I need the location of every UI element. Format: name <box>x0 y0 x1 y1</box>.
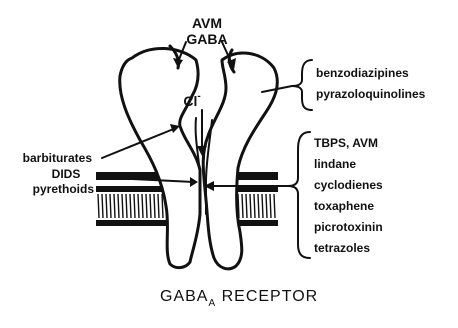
label-toxaphene: toxaphene <box>314 199 374 213</box>
membrane-lipid-tail <box>102 194 103 218</box>
membrane-lipid-tail <box>146 194 147 218</box>
membrane-lipid-tail <box>142 194 143 218</box>
membrane-lipid-tail <box>258 194 259 218</box>
label-tetrazoles: tetrazoles <box>314 241 370 255</box>
membrane-lipid-tail <box>98 194 99 218</box>
receptor-left-subunit <box>120 48 200 267</box>
diagram-title: GABAA RECEPTOR <box>160 288 318 309</box>
membrane-lipid-tail <box>106 194 107 218</box>
receptor-right-subunit <box>203 53 277 269</box>
membrane-lipid-tail <box>254 194 255 218</box>
label-chloride: Cl- <box>183 91 200 109</box>
membrane-lipid-tail <box>138 194 139 218</box>
membrane-lipid-tail <box>270 194 271 218</box>
label-pyrethoids: pyrethoids <box>33 182 95 196</box>
membrane-lipid-tail <box>266 194 267 218</box>
membrane-lipid-tail <box>122 194 123 218</box>
membrane-lipid-tail <box>150 194 151 218</box>
membrane-lipid-tail <box>242 194 243 218</box>
label-cyclodienes: cyclodienes <box>314 178 383 192</box>
label-chloride-symbol: Cl <box>183 93 197 109</box>
membrane-lipid-tail <box>154 194 155 218</box>
title-main: GABA <box>160 288 208 305</box>
title-subscript: A <box>208 298 216 309</box>
label-picrotoxinin: picrotoxinin <box>314 220 383 234</box>
label-pyrazoloquinolines: pyrazoloquinolines <box>316 87 426 101</box>
membrane-lipid-tail <box>162 194 163 218</box>
membrane-lipid-tail <box>250 194 251 218</box>
membrane-lipid-tail <box>134 194 135 218</box>
membrane-lipid-tail <box>114 194 115 218</box>
title-rest: RECEPTOR <box>216 288 318 305</box>
label-gaba-top: GABA <box>186 31 227 47</box>
label-tbps-avm: TBPS, AVM <box>314 136 378 150</box>
membrane-lipid-tail <box>274 194 275 218</box>
label-barbiturates: barbiturates <box>23 151 93 165</box>
label-benzodiazipines: benzodiazipines <box>316 66 409 80</box>
membrane-lipid-tail <box>126 194 127 218</box>
label-chloride-charge: - <box>197 91 200 102</box>
bracket-upper-right <box>292 60 312 110</box>
membrane-lipid-tail <box>130 194 131 218</box>
label-dids: DIDS <box>52 167 81 181</box>
membrane-lipid-tail <box>158 194 159 218</box>
bracket-lower-right <box>288 132 310 258</box>
membrane-lipid-tail <box>110 194 111 218</box>
label-lindane: lindane <box>314 157 356 171</box>
membrane-lipid-tail <box>118 194 119 218</box>
label-avm-top: AVM <box>192 15 222 31</box>
membrane-lipid-tail <box>246 194 247 218</box>
membrane-lipid-tail <box>262 194 263 218</box>
